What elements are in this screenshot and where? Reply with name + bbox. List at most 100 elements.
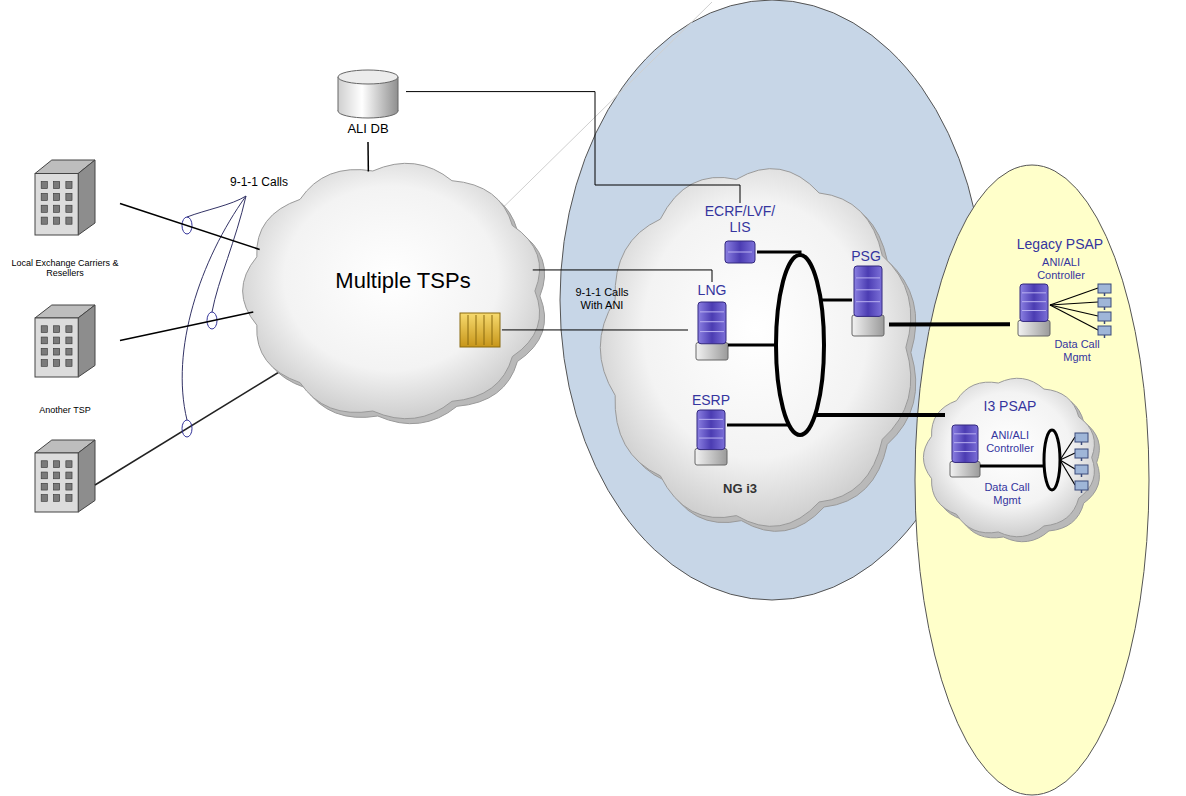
device-stripe xyxy=(484,315,485,345)
call-circle xyxy=(182,420,192,437)
building-front xyxy=(35,174,78,236)
building-window xyxy=(66,337,72,344)
call-leader xyxy=(187,196,246,217)
network-cloud: NG i3ECRF/LVF/ LISLNGESRPPSG xyxy=(585,150,930,545)
building-window xyxy=(66,360,72,367)
building-window xyxy=(41,217,47,224)
building-window xyxy=(66,495,72,502)
monitor-icon xyxy=(1098,326,1111,335)
server-slot xyxy=(1022,292,1046,293)
building-window xyxy=(54,205,60,212)
connector xyxy=(120,312,253,340)
building-side xyxy=(78,305,95,377)
server-body xyxy=(698,302,726,344)
node-label: I3 PSAP xyxy=(970,398,1050,414)
building-window xyxy=(54,495,60,502)
server-body xyxy=(854,266,882,316)
building-window xyxy=(54,483,60,490)
node-label: Data Call Mgmt xyxy=(1045,338,1109,363)
monitor-icon xyxy=(1098,284,1111,293)
server-base xyxy=(696,343,728,360)
monitor-icon xyxy=(1098,312,1111,321)
building-window xyxy=(54,348,60,355)
node-label: ANI/ALI Controller xyxy=(1030,256,1092,281)
server-slot xyxy=(954,433,976,434)
monitor-wire xyxy=(1050,288,1098,305)
connector xyxy=(120,204,260,250)
building-window xyxy=(66,326,72,333)
server-base xyxy=(695,449,727,466)
monitor-wire xyxy=(1050,305,1098,316)
building-side xyxy=(78,160,95,235)
server-slot xyxy=(700,331,724,332)
building-window xyxy=(54,461,60,468)
building-icon xyxy=(35,440,95,512)
building-window xyxy=(41,495,47,502)
node-label: ESRP xyxy=(681,392,741,408)
monitor-stand xyxy=(1104,307,1106,310)
building-window xyxy=(66,461,72,468)
node-label: ALI DB xyxy=(330,122,406,137)
server-slot xyxy=(856,301,880,302)
server-slot xyxy=(699,428,723,429)
psap-controller: Legacy PSAP ANI/ALI ControllerData Call M… xyxy=(1010,236,1110,364)
server-slot xyxy=(699,419,723,420)
connector xyxy=(367,142,369,172)
building-window xyxy=(66,483,72,490)
gateway-server: LNG xyxy=(688,282,736,362)
node-label: PSG xyxy=(843,248,889,264)
node-label: Another TSP xyxy=(10,405,120,415)
carrier-building: Another TSP xyxy=(10,305,120,423)
call-label: 9-1-1 Calls xyxy=(230,176,310,190)
psap-controller: ANI/ALI ControllerData Call Mgmt xyxy=(942,425,1042,517)
building-window xyxy=(54,360,60,367)
function-server: ECRF/LVF/ LIS xyxy=(698,203,782,265)
psap-cloud: I3 PSAP ANI/ALI ControllerData Call Mgmt xyxy=(915,370,1105,545)
server-base xyxy=(852,315,884,336)
device-stripe xyxy=(492,315,493,345)
call-leader xyxy=(182,196,246,420)
trunk-line xyxy=(95,369,284,485)
server-box xyxy=(725,241,755,263)
building-window xyxy=(41,360,47,367)
call-circle xyxy=(207,312,217,329)
building-window xyxy=(66,472,72,479)
monitor-icon xyxy=(1098,298,1111,307)
building-window xyxy=(41,461,47,468)
node-label: Local Exchange Carriers & Resellers xyxy=(10,258,120,279)
building-window xyxy=(41,181,47,188)
cloud-outline xyxy=(600,169,910,527)
monitor-stand xyxy=(1104,293,1106,296)
monitor-stand xyxy=(1104,335,1106,338)
node-label: ANI/ALI Controller xyxy=(980,429,1040,454)
building-window xyxy=(54,326,60,333)
server-slot xyxy=(700,321,724,322)
node-label: Data Call Mgmt xyxy=(972,481,1042,506)
building-window xyxy=(54,472,60,479)
device-stripe xyxy=(468,315,469,345)
server-slot xyxy=(1022,301,1046,302)
server-body xyxy=(697,410,725,450)
building-window xyxy=(66,181,72,188)
monitor-wire xyxy=(1050,305,1098,330)
monitor-wire xyxy=(1050,302,1098,305)
server-slot xyxy=(700,311,724,312)
server-body xyxy=(952,425,978,462)
server-body xyxy=(1020,284,1048,321)
server-slot xyxy=(954,451,976,452)
node-label: LNG xyxy=(688,282,736,298)
gateway-server: PSG xyxy=(843,248,889,338)
database-cylinder: ALI DB xyxy=(330,70,406,142)
building-window xyxy=(41,483,47,490)
node-label: Legacy PSAP xyxy=(1010,236,1110,252)
building-front xyxy=(35,453,78,512)
network-cloud: Multiple TSPs xyxy=(228,150,558,432)
building-front xyxy=(35,318,78,377)
building-window xyxy=(66,348,72,355)
monitor-stand xyxy=(1104,321,1106,324)
building-side xyxy=(78,440,95,512)
building-window xyxy=(54,193,60,200)
server-base xyxy=(950,461,980,477)
building-window xyxy=(41,337,47,344)
building-window xyxy=(54,181,60,188)
